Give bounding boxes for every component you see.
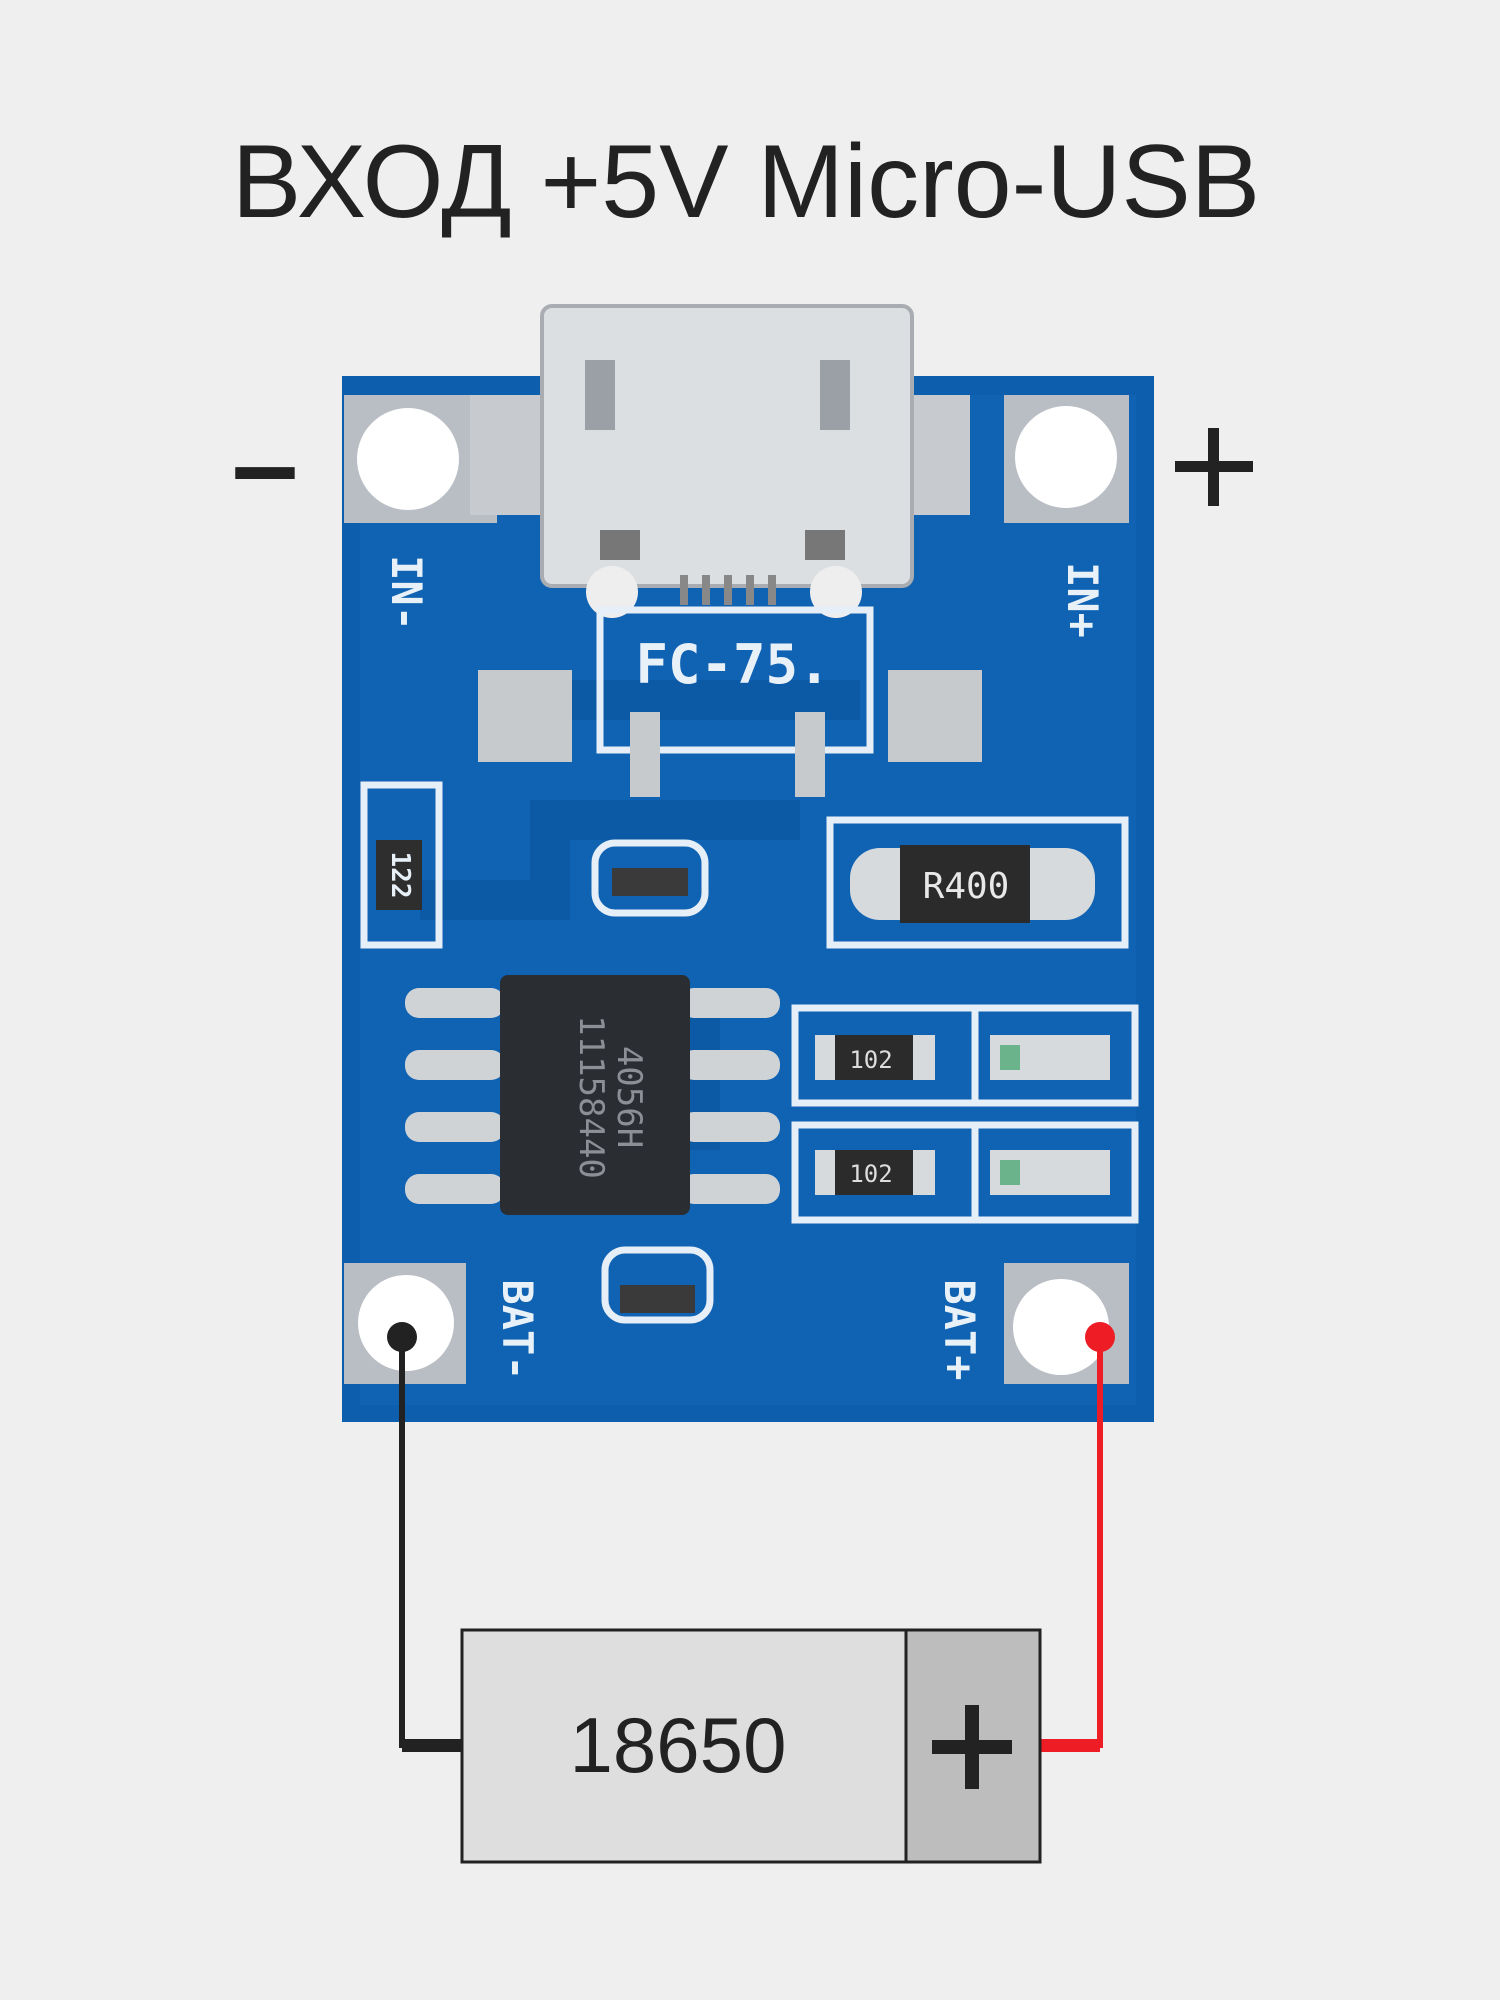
resistor-3-label: 122 [385, 852, 415, 899]
negative-wire [387, 1322, 462, 1752]
resistor-2-label: 102 [849, 1160, 892, 1188]
shunt-resistor-label: R400 [923, 866, 1010, 907]
battery-18650: 18650 + [460, 1628, 1042, 1864]
label-bat-minus: BAT- [493, 1279, 542, 1380]
module-label: FC-75. [635, 633, 830, 696]
pad-in-plus [1004, 395, 1129, 523]
chip-marking-line2: 11158440 [571, 1015, 611, 1179]
battery-plus-icon [932, 1705, 1012, 1789]
input-plus-sign [1175, 428, 1253, 506]
resistor-1-label: 102 [849, 1046, 892, 1074]
label-bat-plus: BAT+ [935, 1279, 984, 1380]
tp4056-chip: 4056H 11158440 [405, 975, 780, 1215]
chip-marking-line1: 4056H [609, 1046, 649, 1148]
micro-usb-connector [470, 304, 970, 618]
label-in-minus: IN- [382, 555, 431, 631]
label-in-plus: IN+ [1058, 562, 1107, 638]
positive-wire [1040, 1322, 1115, 1752]
pad-bat-plus [1004, 1263, 1129, 1384]
input-minus-sign: – [232, 397, 299, 531]
battery-label: 18650 [570, 1701, 787, 1789]
tp4056-pcb: FC-75. 122 R400 4056H 11158440 [342, 304, 1154, 1422]
diagram-title: ВХОД +5V Micro-USB [232, 124, 1260, 240]
